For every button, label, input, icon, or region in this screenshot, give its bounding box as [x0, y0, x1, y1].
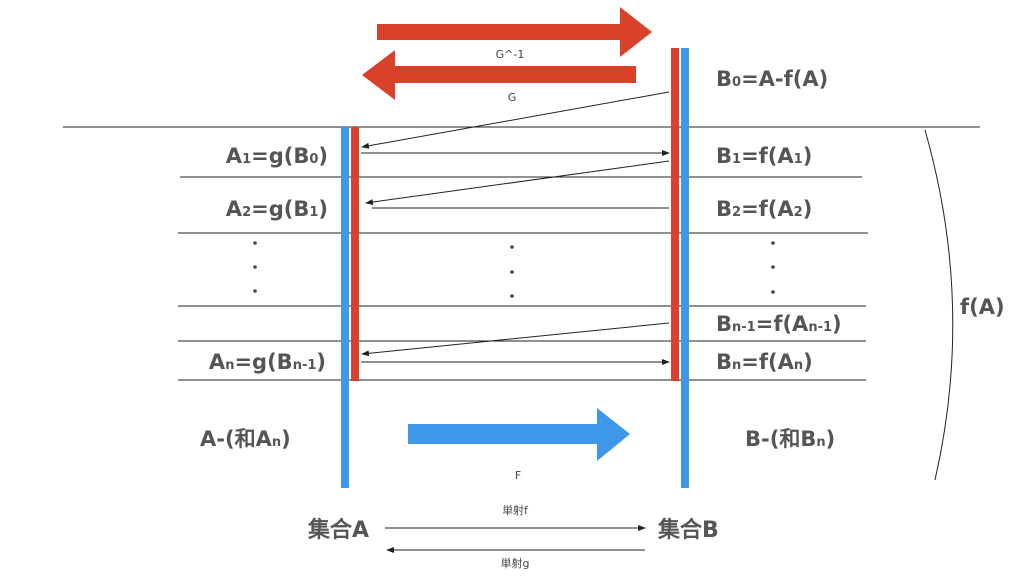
- mapping-arrows: [361, 91, 670, 365]
- remainder-a: A-(和An): [200, 427, 291, 451]
- f-a-label: f(A): [960, 295, 1005, 319]
- injection-f-label: 単射f: [502, 503, 529, 517]
- set-a-red-bar: [351, 127, 359, 381]
- label-an: An=g(Bn-1): [209, 350, 326, 374]
- set-b-red-bar: [671, 48, 679, 381]
- g-inverse-label: G^-1: [496, 48, 525, 61]
- injection-g-label: 単射g: [501, 556, 530, 570]
- g-inverse-arrow: [377, 7, 652, 57]
- label-b1: B1=f(A1): [716, 144, 812, 168]
- f-arrow: [408, 408, 630, 461]
- label-a2: A2=g(B1): [226, 197, 328, 221]
- label-b0: B0=A-f(A): [716, 67, 828, 91]
- f-label: F: [515, 469, 521, 482]
- label-b2: B2=f(A2): [716, 197, 812, 221]
- f-a-brace: [924, 129, 954, 481]
- g-arrow: [362, 50, 636, 100]
- set-a-blue-bar: [341, 127, 349, 488]
- row-dividers: [63, 126, 980, 381]
- set-a-label: 集合A: [307, 517, 369, 543]
- label-a1: A1=g(B0): [226, 144, 328, 168]
- label-bn: Bn=f(An): [716, 350, 813, 374]
- g-label: G: [508, 91, 517, 104]
- ellipsis-dots: [253, 241, 775, 298]
- remainder-b: B-(和Bn): [745, 427, 835, 451]
- set-b-label: 集合B: [657, 517, 719, 543]
- label-bn-1: Bn-1=f(An-1): [716, 312, 842, 336]
- set-b-blue-bar: [681, 48, 689, 488]
